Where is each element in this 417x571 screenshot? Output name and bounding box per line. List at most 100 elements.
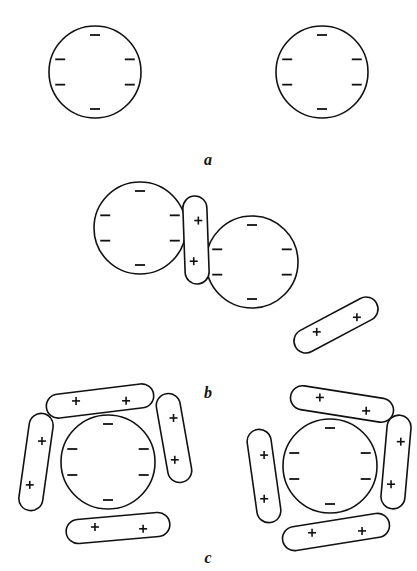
plus-sign [260,495,268,503]
positive-rod [289,384,395,424]
minus-sign [317,108,327,110]
plus-bar [400,438,402,446]
plus-bar [142,525,144,533]
plus-sign [308,529,316,537]
rod-outline [246,428,283,524]
minus-sign [103,499,113,501]
plus-bar [193,257,195,265]
negative-particle [49,26,141,118]
minus-sign [139,448,149,450]
plus-sign [38,437,46,445]
minus-sign [100,214,110,216]
plus-bar [361,527,363,535]
minus-sign [282,274,292,276]
negative-particle [61,415,155,509]
plus-bar [356,313,358,321]
negative-particle [94,182,186,274]
plus-sign [171,456,179,464]
minus-sign [247,224,257,226]
minus-sign [361,452,371,454]
positive-rod [45,383,155,420]
plus-sign [170,414,178,422]
plus-bar [311,529,313,537]
positive-rod [154,392,193,485]
particle-outline [61,415,155,509]
plus-bar [75,397,77,405]
plus-bar [41,437,43,445]
plus-sign [353,313,361,321]
plus-sign [358,527,366,535]
minus-sign [55,84,65,86]
minus-sign [289,452,299,454]
minus-sign [135,190,145,192]
minus-sign [125,84,135,86]
plus-bar [174,456,176,464]
rod-outline [281,512,391,553]
minus-sign [67,474,77,476]
positive-rod [290,293,382,357]
minus-sign [317,34,327,36]
minus-sign [67,448,77,450]
minus-sign [282,84,292,86]
minus-sign [282,248,292,250]
particle-outline [206,216,298,308]
plus-bar [390,480,392,488]
plus-sign [26,481,34,489]
plus-sign [190,257,198,265]
plus-sign [139,525,147,533]
plus-bar [263,495,265,503]
minus-sign [325,503,335,505]
rod-outline [154,392,193,485]
rod-outline [290,293,382,357]
minus-sign [139,474,149,476]
minus-sign [103,423,113,425]
plus-sign [260,451,268,459]
plus-sign [397,438,405,446]
plus-bar [29,481,31,489]
negative-particle [276,26,368,118]
minus-sign [55,58,65,60]
plus-bar [263,451,265,459]
plus-sign [72,397,80,405]
plus-sign [313,328,321,336]
minus-sign [289,478,299,480]
plus-sign [362,407,370,415]
minus-sign [125,58,135,60]
plus-sign [387,480,395,488]
minus-sign [352,84,362,86]
minus-sign [170,214,180,216]
minus-sign [100,240,110,242]
positive-rod [17,412,54,512]
plus-bar [319,393,321,401]
minus-sign [135,264,145,266]
minus-sign [282,58,292,60]
plus-bar [94,523,96,531]
negative-particle [206,216,298,308]
positive-rod [246,428,283,524]
minus-sign [325,427,335,429]
particle-outline [276,26,368,118]
minus-sign [90,34,100,36]
panel-letter: a [204,152,212,168]
plus-bar [173,414,175,422]
minus-sign [212,274,222,276]
rod-outline [182,196,209,285]
rod-outline [17,412,54,512]
plus-bar [316,328,318,336]
plus-sign [122,397,130,405]
minus-sign [170,240,180,242]
panel-letter: c [204,550,211,566]
rod-outline [380,414,412,510]
rod-outline [65,512,171,545]
negative-particle [283,419,377,513]
positive-rod [281,512,391,553]
plus-bar [198,217,200,225]
positive-rod [182,196,209,285]
plus-sign [316,393,324,401]
minus-sign [352,58,362,60]
positive-rod [65,512,171,545]
particle-outline [49,26,141,118]
minus-sign [247,298,257,300]
plus-bar [125,397,127,405]
